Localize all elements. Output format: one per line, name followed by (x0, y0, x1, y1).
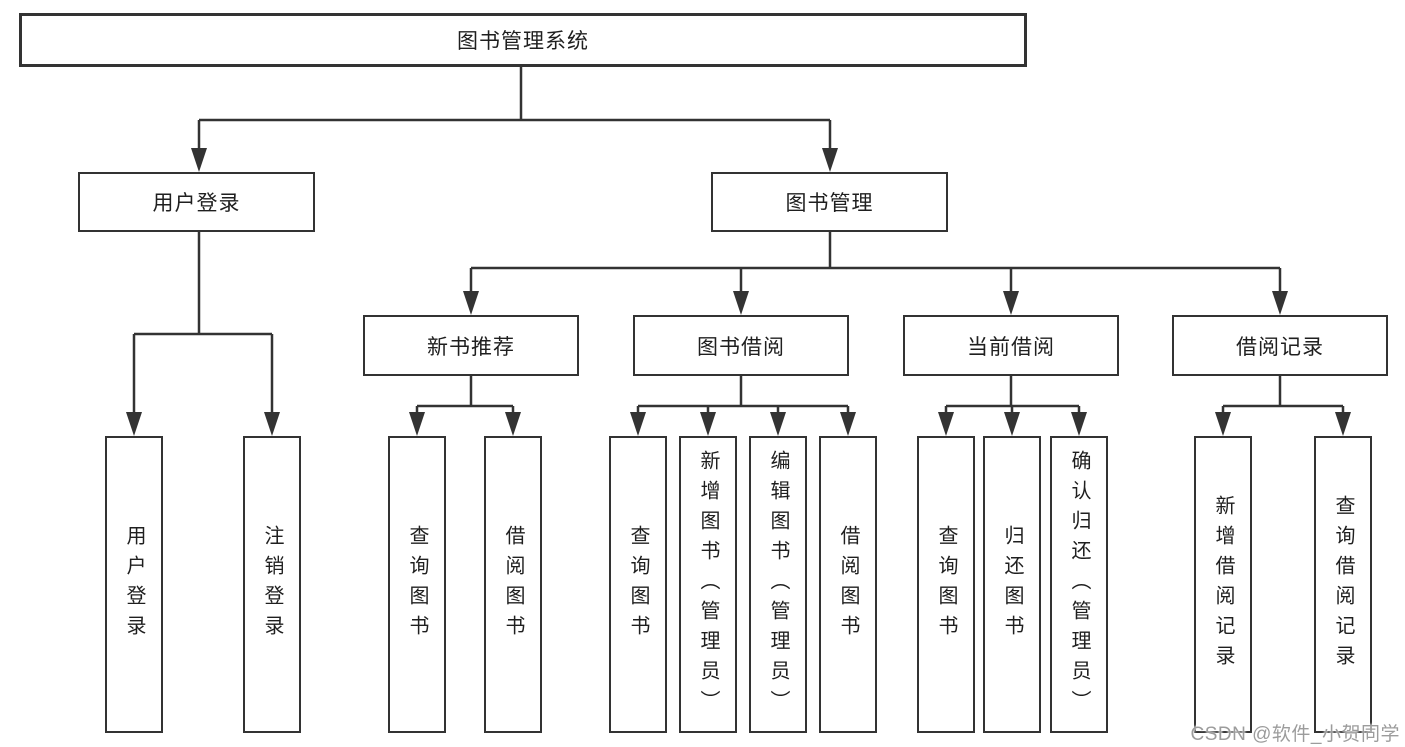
arrowhead (505, 412, 521, 436)
node-library-management-system: 图书管理系统 (19, 13, 1027, 67)
edge-root-to-level2 (191, 67, 838, 172)
leaf-user-login: 用户登录 (105, 436, 163, 733)
leaf-add-borrow-record: 新增借阅记录 (1194, 436, 1252, 733)
arrowhead (938, 412, 954, 436)
edge-book-management-to-level3 (463, 232, 1288, 315)
arrowhead (1004, 412, 1020, 436)
arrowhead (264, 412, 280, 436)
arrowhead (1335, 412, 1351, 436)
arrowhead (1071, 412, 1087, 436)
arrowhead (409, 412, 425, 436)
node-book-borrowing: 图书借阅 (633, 315, 849, 376)
node-book-management: 图书管理 (711, 172, 948, 232)
edge-new-book-to-leaves (409, 376, 521, 436)
leaf-borrow-books: 借阅图书 (819, 436, 877, 733)
edge-borrowing-records-to-leaves (1215, 376, 1351, 436)
arrowhead (822, 148, 838, 172)
arrowhead (1215, 412, 1231, 436)
arrowhead (1272, 291, 1288, 315)
leaf-edit-books-admin: 编辑图书（管理员） (749, 436, 807, 733)
arrowhead (1003, 291, 1019, 315)
csdn-watermark: CSDN @软件_小贺同学 (1190, 724, 1400, 745)
leaf-query-books: 查询图书 (388, 436, 446, 733)
arrowhead (191, 148, 207, 172)
leaf-logout: 注销登录 (243, 436, 301, 733)
node-current-borrowing: 当前借阅 (903, 315, 1119, 376)
node-borrowing-records: 借阅记录 (1172, 315, 1388, 376)
leaf-add-books-admin: 新增图书（管理员） (679, 436, 737, 733)
edge-user-login-to-leaves (126, 232, 280, 436)
arrowhead (463, 291, 479, 315)
leaf-query-borrow-record: 查询借阅记录 (1314, 436, 1372, 733)
arrowhead (126, 412, 142, 436)
leaf-borrow-books: 借阅图书 (484, 436, 542, 733)
arrowhead (770, 412, 786, 436)
leaf-query-books: 查询图书 (917, 436, 975, 733)
arrowhead (840, 412, 856, 436)
node-new-book-recommend: 新书推荐 (363, 315, 579, 376)
arrowhead (700, 412, 716, 436)
leaf-confirm-return-admin: 确认归还（管理员） (1050, 436, 1108, 733)
node-user-login: 用户登录 (78, 172, 315, 232)
arrowhead (630, 412, 646, 436)
arrowhead (733, 291, 749, 315)
edge-book-borrowing-to-leaves (630, 376, 856, 436)
edge-current-borrowing-to-leaves (938, 376, 1087, 436)
leaf-query-books: 查询图书 (609, 436, 667, 733)
leaf-return-books: 归还图书 (983, 436, 1041, 733)
